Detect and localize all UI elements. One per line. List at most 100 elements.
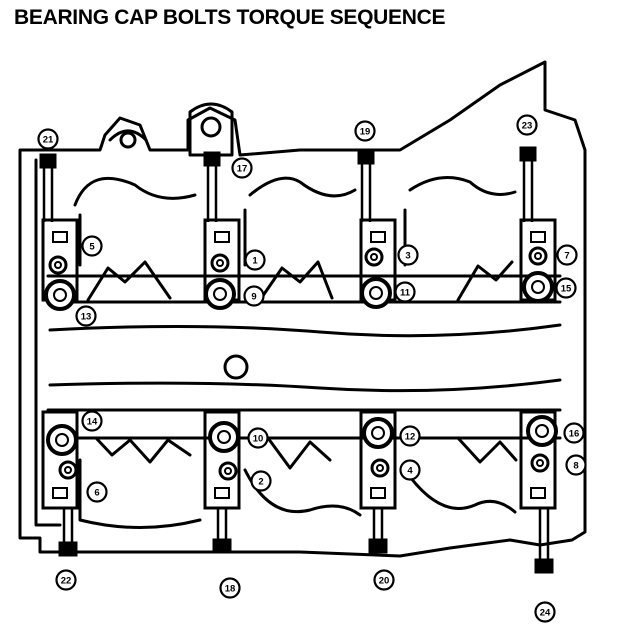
cap-bolt-16 — [526, 415, 558, 447]
sequence-label-ring — [354, 120, 376, 142]
center-hole — [223, 354, 249, 380]
mounting-tab-hole — [200, 116, 222, 138]
sequence-label-ring — [534, 601, 556, 623]
side-bolt-head — [534, 558, 554, 574]
side-bolt-head — [357, 149, 375, 165]
sequence-label-13: 13 — [75, 305, 97, 327]
cap-bolt-center — [534, 252, 542, 260]
cap-bolt-center — [217, 430, 231, 444]
sequence-label-6: 6 — [86, 481, 108, 503]
cap-slot — [214, 487, 230, 499]
cap-bolt-5 — [48, 255, 68, 275]
sequence-label-text: 20 — [379, 576, 390, 587]
crank-span-bottom — [48, 378, 562, 393]
sequence-label-text: 6 — [94, 488, 99, 499]
side-bolt-head — [58, 541, 78, 557]
sequence-label-ring — [81, 235, 103, 257]
sequence-label-ring — [37, 128, 59, 150]
sequence-label-ring — [81, 410, 103, 432]
sequence-label-text: 22 — [61, 576, 72, 587]
sequence-label-23: 23 — [516, 114, 538, 136]
cap-bolt-6 — [58, 460, 78, 480]
cap-bolt-8 — [530, 453, 550, 473]
sequence-label-ring — [563, 422, 585, 444]
block-hole — [119, 131, 137, 149]
sequence-label-text: 21 — [43, 135, 54, 146]
cap-bolt-7 — [528, 246, 548, 266]
sequence-label-18: 18 — [219, 577, 241, 599]
bearing-cap-lower-1 — [41, 410, 79, 510]
cap-bolt-2 — [218, 461, 238, 481]
sequence-label-ring — [399, 425, 421, 447]
sequence-label-ring — [231, 157, 253, 179]
sequence-label-14: 14 — [81, 410, 103, 432]
sequence-label-text: 24 — [540, 608, 551, 619]
cap-slot — [370, 487, 386, 499]
sequence-label-24: 24 — [534, 601, 556, 623]
sequence-label-ring — [219, 577, 241, 599]
cap-bolt-center — [213, 287, 227, 301]
cap-bolt-11 — [360, 277, 392, 309]
sequence-label-text: 15 — [561, 284, 572, 295]
sequence-label-text: 3 — [405, 251, 410, 262]
sequence-label-9: 9 — [243, 285, 265, 307]
cap-bolt-center — [535, 424, 549, 438]
sequence-label-4: 4 — [399, 459, 421, 481]
cap-bolt-center — [370, 253, 378, 261]
sequence-label-text: 1 — [252, 256, 258, 267]
sequence-label-ring — [75, 305, 97, 327]
sequence-label-text: 11 — [400, 288, 411, 299]
bearing-cap-lower-2 — [203, 410, 241, 510]
sequence-label-2: 2 — [250, 470, 272, 492]
sequence-label-11: 11 — [394, 281, 416, 303]
sequence-label-ring — [555, 277, 577, 299]
side-bolt-head — [39, 153, 57, 169]
sequence-label-ring — [399, 459, 421, 481]
sequence-label-text: 10 — [253, 434, 264, 445]
cap-bolt-center — [53, 288, 67, 302]
sequence-label-22: 22 — [55, 569, 77, 591]
sequence-label-text: 8 — [573, 461, 578, 472]
sequence-label-ring — [373, 569, 395, 591]
side-bolt-head — [203, 151, 221, 167]
cap-bolt-15 — [522, 271, 554, 303]
sequence-label-ring — [250, 470, 272, 492]
sequence-label-1: 1 — [244, 249, 266, 271]
sequence-label-10: 10 — [247, 427, 269, 449]
cap-bolt-center — [224, 467, 232, 475]
cap-bolt-center — [531, 280, 545, 294]
sequence-label-3: 3 — [397, 244, 419, 266]
cap-bolt-center — [55, 433, 69, 447]
sequence-label-21: 21 — [37, 128, 59, 150]
cap-bolt-3 — [364, 247, 384, 267]
diagram-title: BEARING CAP BOLTS TORQUE SEQUENCE — [14, 6, 446, 29]
sequence-label-ring — [397, 244, 419, 266]
sequence-label-12: 12 — [399, 425, 421, 447]
sequence-label-19: 19 — [354, 120, 376, 142]
sequence-label-text: 9 — [251, 292, 256, 303]
sequence-label-text: 23 — [522, 121, 533, 132]
sequence-label-ring — [247, 427, 269, 449]
cap-bolt-9 — [204, 278, 236, 310]
sequence-label-text: 14 — [87, 417, 98, 428]
sequence-label-15: 15 — [555, 277, 577, 299]
sequence-label-text: 2 — [258, 477, 263, 488]
sequence-label-text: 7 — [564, 251, 569, 262]
mounting-tab — [188, 102, 234, 157]
sequence-label-ring — [243, 285, 265, 307]
sequence-label-8: 8 — [565, 454, 587, 476]
block-outline — [18, 60, 587, 558]
bearing-cap-lower-3 — [359, 410, 397, 510]
cap-bolt-center — [64, 466, 72, 474]
sequence-label-ring — [556, 244, 578, 266]
sequence-label-text: 13 — [81, 312, 92, 323]
sequence-label-ring — [244, 249, 266, 271]
sequence-label-ring — [565, 454, 587, 476]
sequence-label-16: 16 — [563, 422, 585, 444]
cap-bolt-center — [371, 426, 385, 440]
cap-bolt-center — [216, 259, 224, 267]
sequence-label-text: 17 — [237, 164, 248, 175]
cap-bolt-center — [54, 261, 62, 269]
sequence-label-ring — [394, 281, 416, 303]
